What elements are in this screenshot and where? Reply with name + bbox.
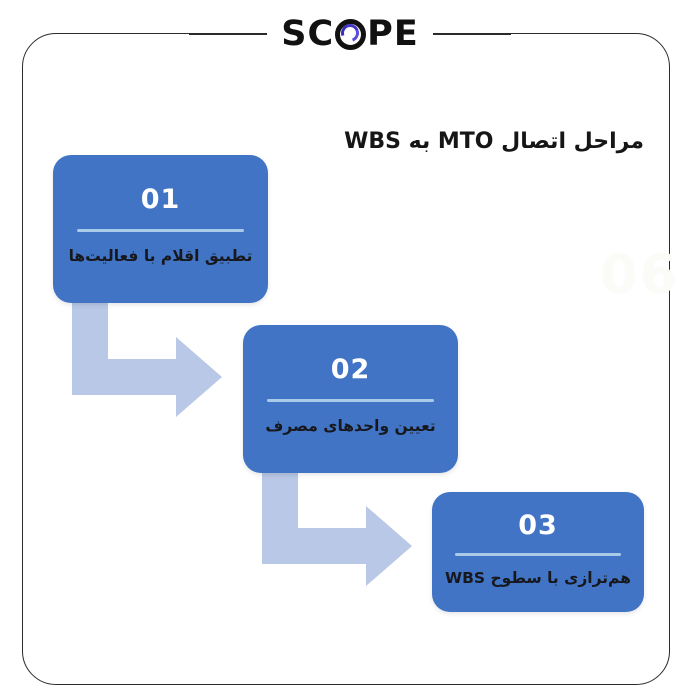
- step-card-02[interactable]: 02 تعیین واحدهای مصرف: [243, 325, 458, 473]
- connector-arrow-02-to-03: [262, 466, 412, 586]
- page-title: مراحل اتصال MTO به WBS: [344, 129, 644, 154]
- scope-o-ring-icon: [335, 18, 367, 50]
- step-divider-03: [455, 553, 621, 556]
- step-label-02: تعیین واحدهای مصرف: [265, 417, 436, 435]
- step-card-03[interactable]: 03 هم‌ترازی با سطوح WBS: [432, 492, 644, 612]
- ring-outer-shape: [335, 18, 367, 50]
- logo-text-after: PE: [367, 13, 419, 54]
- logo-rule-right: [432, 33, 511, 35]
- step-label-03: هم‌ترازی با سطوح WBS: [445, 569, 631, 587]
- brand-logo: SC PE: [0, 8, 700, 60]
- logo-wordmark: SC PE: [281, 13, 419, 54]
- step-card-01[interactable]: 01 تطبیق اقلام با فعالیت‌ها: [53, 155, 268, 303]
- logo-text-before: SC: [281, 13, 335, 54]
- logo-rule-left: [189, 33, 268, 35]
- connector-arrow-01-to-02: [72, 297, 222, 417]
- background-watermark: 06: [600, 243, 680, 306]
- step-label-01: تطبیق اقلام با فعالیت‌ها: [68, 247, 253, 265]
- step-number-02: 02: [330, 354, 371, 385]
- step-number-03: 03: [518, 510, 558, 541]
- step-divider-02: [266, 399, 435, 402]
- step-divider-01: [76, 229, 245, 232]
- step-number-01: 01: [140, 184, 181, 215]
